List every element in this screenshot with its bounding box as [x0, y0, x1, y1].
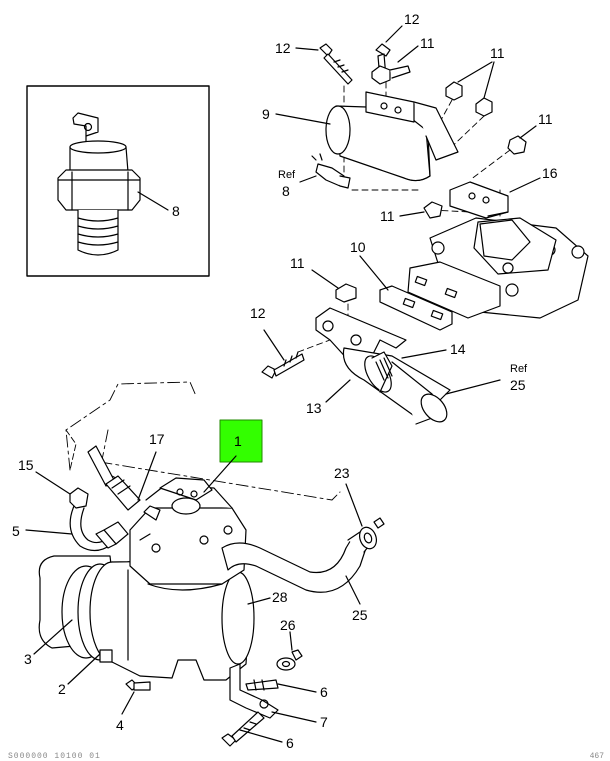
label-10: 10: [350, 239, 366, 255]
flange-housing: [429, 217, 589, 319]
label-11-b: 11: [490, 45, 505, 61]
label-ref25-ref: Ref: [510, 363, 528, 375]
bolt-6-lower: [221, 711, 265, 747]
sensor-ref-8: [311, 153, 351, 189]
bolt-12-upper-left: [319, 43, 353, 85]
label-2: 2: [58, 681, 66, 697]
part-10-bar: [379, 261, 501, 331]
label-6-b: 6: [286, 735, 294, 751]
label-13: 13: [306, 400, 322, 416]
label-6-a: 6: [320, 684, 328, 700]
label-ref8-ref: Ref: [278, 169, 296, 181]
label-12-c: 12: [250, 305, 266, 321]
label-9: 9: [262, 106, 270, 122]
label-5: 5: [12, 523, 20, 539]
compressor-body: [38, 555, 255, 681]
label-7: 7: [320, 714, 328, 730]
lower-assembly: 15 5 17 25 23 28 26: [12, 381, 385, 751]
label-16: 16: [542, 165, 558, 181]
footer-page: 467: [589, 752, 604, 761]
label-ref8-num: 8: [282, 183, 290, 199]
bracket-7: [229, 663, 279, 719]
inset-sensor-detail: 8: [26, 85, 210, 277]
label-25: 25: [352, 607, 368, 623]
fitting-15-and-hose-5: [69, 487, 129, 552]
cylinder-head: [129, 477, 247, 585]
label-11-e: 11: [290, 255, 305, 271]
label-8-inset: 8: [172, 203, 180, 219]
label-12-b: 12: [404, 11, 420, 27]
label-17: 17: [149, 431, 165, 447]
clamp-plate: [315, 307, 407, 363]
bolt-4: [125, 679, 151, 691]
callout-1-label[interactable]: 1: [234, 433, 242, 449]
label-15: 15: [18, 457, 34, 473]
pipe-17: [87, 445, 141, 511]
part-9-cylinder: [325, 91, 459, 182]
label-4: 4: [116, 717, 124, 733]
label-28: 28: [272, 589, 288, 605]
part-16-bracket: [449, 181, 509, 219]
callout-1[interactable]: 1: [203, 419, 263, 493]
label-23: 23: [334, 465, 350, 481]
label-11-d: 11: [380, 208, 395, 224]
label-14: 14: [450, 341, 466, 357]
upper-exploded-view: 12 12 11 11: [250, 11, 589, 425]
label-26: 26: [280, 617, 296, 633]
bolt-12-lower: [261, 351, 305, 379]
label-11-a: 11: [420, 35, 435, 51]
label-12-a: 12: [275, 40, 291, 56]
callout-1-box[interactable]: [219, 419, 263, 463]
footer-code: S000000 10100 01: [8, 752, 101, 761]
label-ref25-num: 25: [510, 377, 526, 393]
label-11-c: 11: [538, 111, 553, 127]
label-3: 3: [24, 651, 32, 667]
pipe-section: [342, 347, 451, 425]
